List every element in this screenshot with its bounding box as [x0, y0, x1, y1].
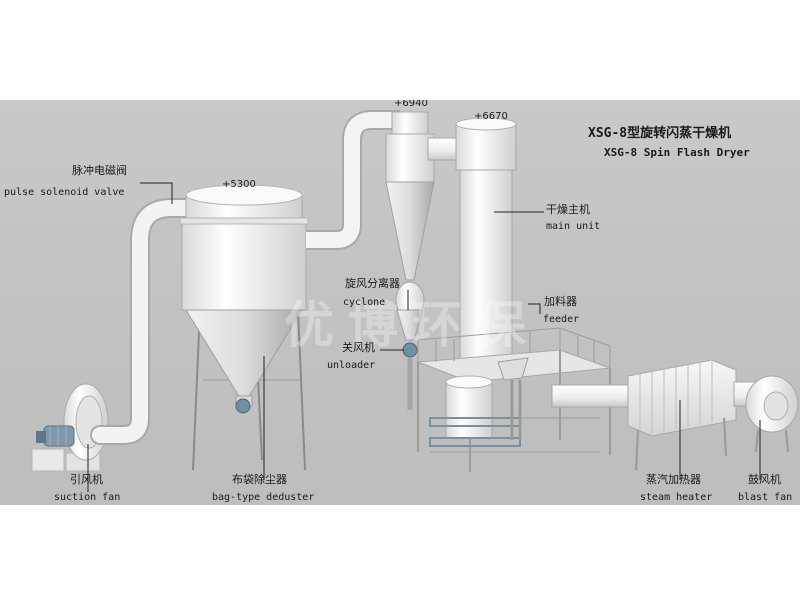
label-cyclone-en: cyclone — [343, 297, 386, 308]
label-main-unit-zh: 干燥主机 — [546, 203, 590, 216]
bag-deduster-body — [179, 184, 309, 471]
equipment-drawing — [31, 110, 799, 492]
label-suction-fan-en: suction fan — [54, 492, 121, 503]
suction-duct — [90, 198, 200, 445]
elevation-cyclone: +6940 — [394, 100, 428, 109]
label-unloader-zh: 关风机 — [342, 341, 375, 354]
label-deduster-zh: 布袋除尘器 — [232, 473, 287, 486]
cyclone-body — [385, 111, 435, 410]
label-steam-heater-en: steam heater — [640, 492, 713, 503]
label-suction-fan-zh: 引风机 — [70, 473, 103, 486]
label-main-unit-en: main unit — [546, 221, 601, 232]
label-blast-fan-en: blast fan — [738, 492, 793, 503]
elevation-main-unit: +6670 — [474, 111, 508, 122]
drying-chamber — [429, 375, 521, 447]
feeder-body — [497, 357, 529, 440]
label-deduster-en: bag-type deduster — [212, 492, 315, 503]
elevation-deduster: +5300 — [222, 179, 256, 190]
label-blast-fan-zh: 鼓风机 — [748, 473, 781, 486]
label-steam-heater-zh: 蒸汽加热器 — [646, 473, 701, 486]
hot-air-duct — [551, 384, 633, 408]
main-unit-body — [455, 117, 517, 375]
diagram-title-en: XSG-8 Spin Flash Dryer — [604, 146, 750, 159]
label-feeder-en: feeder — [543, 314, 580, 325]
schematic-stage: 优博环保 +6940 +6670 +5300 XSG-8型旋转闪蒸干燥机 XSG… — [0, 100, 800, 505]
label-feeder-zh: 加料器 — [544, 295, 577, 308]
label-pulse-valve-en: pulse solenoid valve — [4, 187, 125, 198]
blast-fan-body — [733, 375, 799, 453]
label-unloader-en: unloader — [327, 360, 376, 371]
steam-heater-body — [627, 359, 737, 471]
diagram-title-zh: XSG-8型旋转闪蒸干燥机 — [588, 126, 732, 141]
connecting-duct — [306, 110, 400, 250]
leader-lines — [87, 182, 761, 492]
label-pulse-valve-zh: 脉冲电磁阀 — [72, 164, 127, 177]
watermark: 优博环保 — [284, 296, 540, 354]
label-cyclone-zh: 旋风分离器 — [345, 277, 400, 290]
suction-fan-unit — [31, 383, 109, 472]
